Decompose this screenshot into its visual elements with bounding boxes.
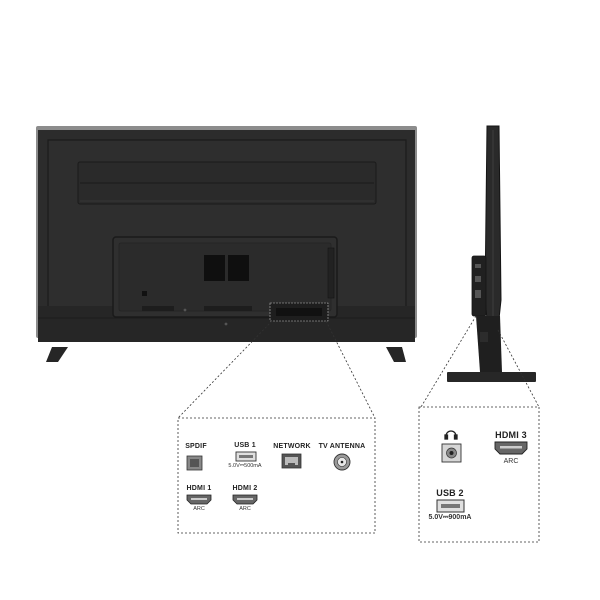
leader-lines [177, 315, 540, 419]
usb-port-icon [235, 451, 257, 462]
hdmi1-label: HDMI 1 [186, 485, 212, 492]
usb1-label: USB 1 [234, 442, 256, 449]
side-ports-callout [418, 406, 540, 543]
hdmi3-arc: ARC [503, 458, 519, 465]
hdmi-port-icon [494, 441, 528, 455]
hdmi3-label: HDMI 3 [495, 430, 527, 440]
ethernet-port-icon [281, 453, 302, 469]
spdif-port-icon [186, 455, 203, 471]
headphone-icon [444, 430, 458, 440]
usb-port-icon [436, 499, 465, 513]
usb2-label: USB 2 [436, 488, 464, 498]
hdmi-port-icon [232, 494, 258, 505]
hdmi2-label: HDMI 2 [232, 485, 258, 492]
spdif-label: SPDIF [185, 443, 207, 450]
hdmi1-arc: ARC [193, 506, 205, 512]
network-label: NETWORK [273, 443, 311, 450]
hdmi2-arc: ARC [239, 506, 251, 512]
hdmi-port-icon [186, 494, 212, 505]
usb2-rating: 5.0V⎓900mA [428, 514, 472, 521]
tv-rear-body [36, 126, 417, 362]
tv-side-body [447, 125, 536, 382]
rear-ports-callout [177, 417, 376, 534]
audio-jack-icon [441, 443, 462, 463]
antenna-port-icon [333, 453, 351, 471]
usb1-rating: 5.0V⎓500mA [228, 463, 262, 469]
antenna-label: TV ANTENNA [318, 443, 366, 450]
